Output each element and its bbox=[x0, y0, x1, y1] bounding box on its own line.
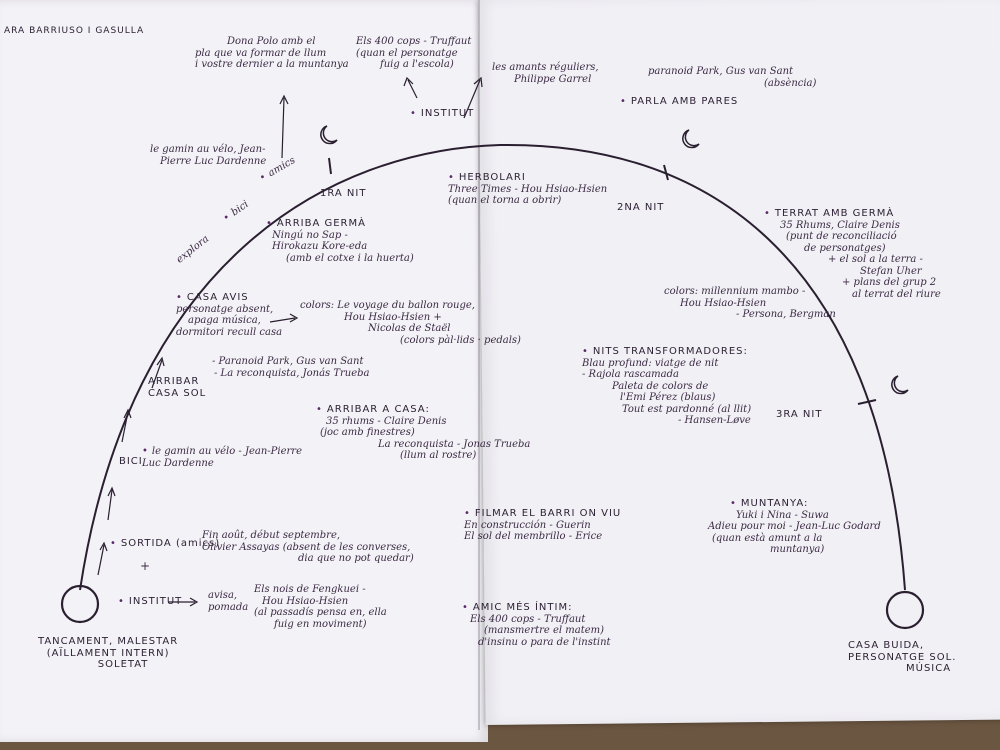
tick-night-1 bbox=[328, 157, 332, 175]
night-label-third: 3RA NIT bbox=[776, 409, 823, 420]
story-arc bbox=[79, 143, 906, 591]
note-colors-left: colors: Le voyage du ballon rouge,Hou Hs… bbox=[300, 300, 521, 346]
note-muntanya: MUNTANYA: Yuki i Nina - Suwa Adieu pour … bbox=[708, 498, 881, 556]
end-circle bbox=[885, 590, 925, 630]
note-avisa: avisa,pomada bbox=[208, 590, 249, 613]
start-label: TANCAMENT, MALESTAR(AÏLLAMENT INTERN)SOL… bbox=[38, 636, 179, 670]
night-label-second: 2NA NIT bbox=[617, 202, 665, 213]
path-label-bici: BICI bbox=[119, 456, 143, 467]
note-nits-transformadores: NITS TRANSFORMADORES: Blau profund: viat… bbox=[582, 346, 751, 427]
moon-icon bbox=[891, 375, 909, 395]
note-amic: AMIC MÉS ÍNTIM: Els 400 cops - Truffaut … bbox=[462, 602, 611, 648]
author-name: ARA BARRIUSO I GASULLA bbox=[4, 26, 145, 36]
start-circle bbox=[60, 584, 100, 624]
note-fin-aout: Fin août, début septembre,Olivier Assaya… bbox=[202, 530, 414, 564]
paper-fold bbox=[478, 0, 480, 730]
note-gamin-top: le gamin au vélo, Jean-Pierre Luc Darden… bbox=[150, 144, 267, 167]
note-casa-avis: CASA AVIS personatge absent,apaga música… bbox=[176, 292, 282, 338]
note-parla: PARLA AMB PARES bbox=[620, 96, 738, 108]
note-arriba-germa: ARRIBA GERMÀ Ningú no Sap - Hirokazu Kor… bbox=[266, 218, 414, 264]
note-paranoid-mid: - Paranoid Park, Gus van Sant- La reconq… bbox=[212, 356, 370, 379]
paper-sheet-left bbox=[0, 0, 488, 742]
note-institut-top: INSTITUT bbox=[410, 108, 474, 120]
note-amants: les amants réguliers,Philippe Garrel bbox=[492, 62, 599, 85]
plus-sign: + bbox=[140, 559, 151, 573]
end-label: CASA BUIDA,PERSONATGE SOL.MÚSICA bbox=[848, 640, 957, 674]
note-paranoid-top: paranoid Park, Gus van Sant(absència) bbox=[648, 66, 817, 89]
tick-night-3 bbox=[857, 399, 877, 405]
note-fengkuei: Els nois de Fengkuei -Hou Hsiao-Hsien (a… bbox=[254, 584, 387, 630]
note-colors-right: colors: millennium mambo -Hou Hsiao-Hsie… bbox=[664, 286, 836, 320]
note-institut-bottom: INSTITUT bbox=[118, 596, 182, 608]
note-gamin-mid: le gamin au vélo - Jean-Pierre Luc Darde… bbox=[142, 446, 302, 469]
moon-icon bbox=[320, 125, 338, 145]
moon-icon bbox=[682, 129, 700, 149]
night-label-first: 1RA NIT bbox=[320, 188, 367, 199]
tick-night-2 bbox=[663, 164, 669, 181]
note-arribar-casa: ARRIBAR A CASA: 35 rhums - Claire Denis … bbox=[316, 404, 530, 462]
note-sortida: SORTIDA (amics) bbox=[110, 538, 220, 550]
note-els400-top: Els 400 cops - Truffaut(quan el personat… bbox=[356, 36, 472, 70]
note-terrat: TERRAT AMB GERMÀ 35 Rhums, Claire Denis … bbox=[764, 208, 941, 300]
